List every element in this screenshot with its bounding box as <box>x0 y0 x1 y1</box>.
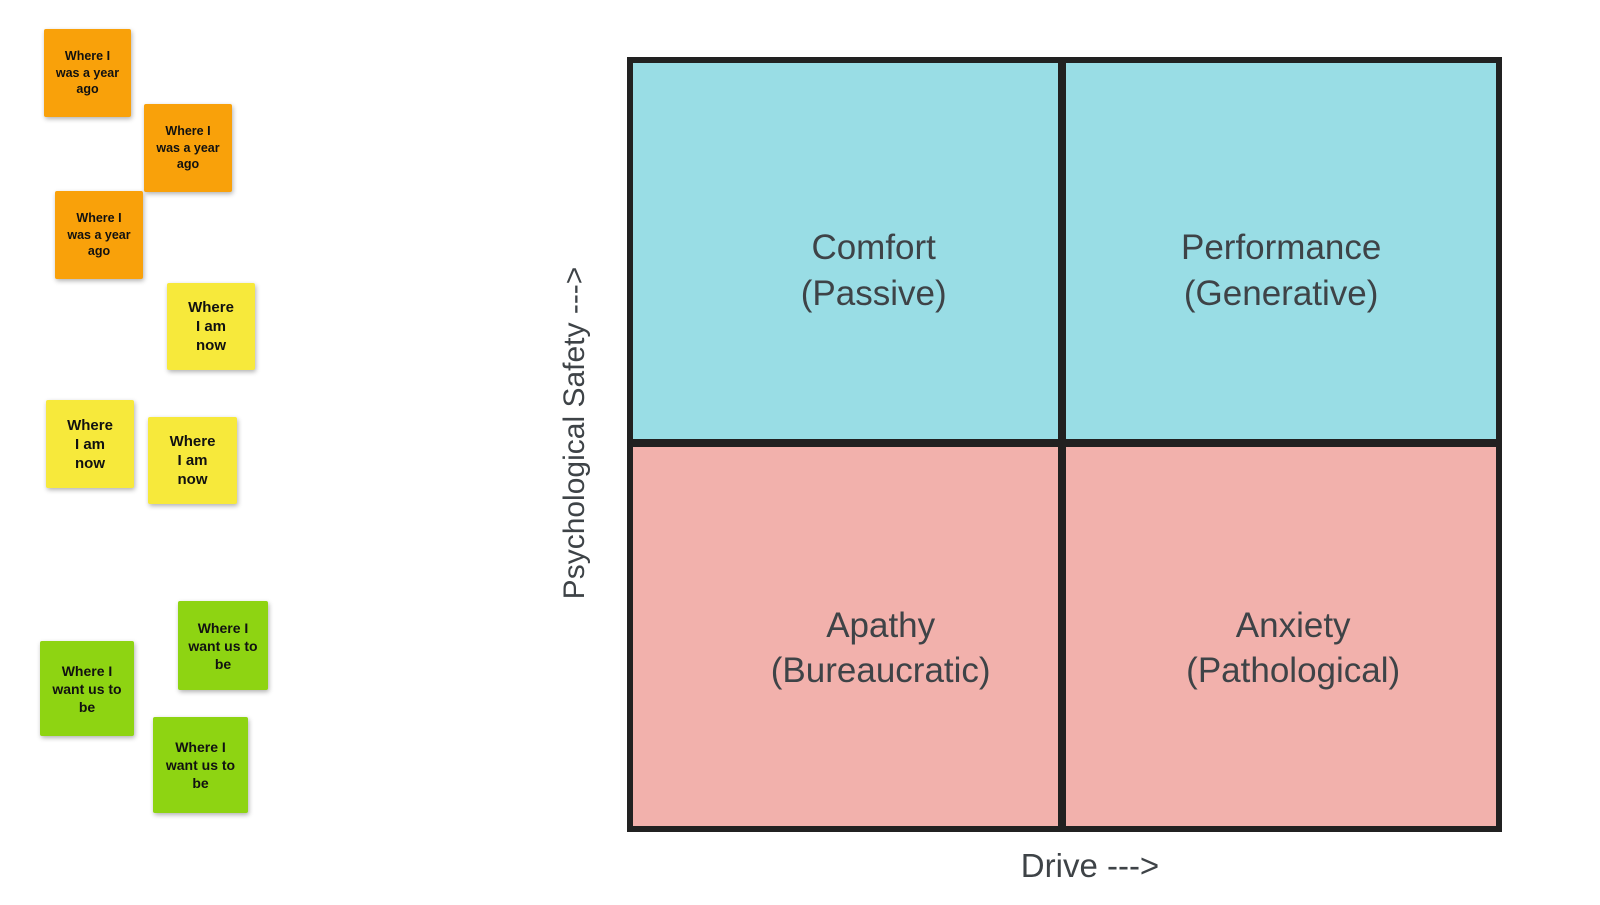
sticky-note-future-1[interactable]: Where I want us to be <box>178 601 268 690</box>
y-axis-label: Psychological Safety ---> <box>558 266 591 600</box>
sticky-note-present-1[interactable]: Where I am now <box>167 283 255 370</box>
quadrant-performance: Performance (Generative) <box>1066 63 1496 439</box>
quadrant-apathy: Apathy (Bureaucratic) <box>633 446 1059 826</box>
quadrant-comfort-label: Comfort (Passive) <box>800 228 947 313</box>
sticky-note-present-3[interactable]: Where I am now <box>148 417 237 504</box>
sticky-note-past-3[interactable]: Where I was a year ago <box>55 191 143 279</box>
quadrant-anxiety-label: Anxiety (Pathological) <box>1186 605 1401 691</box>
x-axis-label: Drive ---> <box>1020 847 1160 884</box>
sticky-note-present-2[interactable]: Where I am now <box>46 400 134 488</box>
sticky-note-future-3[interactable]: Where I want us to be <box>153 717 248 813</box>
sticky-note-past-1[interactable]: Where I was a year ago <box>44 29 131 117</box>
sticky-note-future-2[interactable]: Where I want us to be <box>40 641 134 736</box>
sticky-note-past-2[interactable]: Where I was a year ago <box>144 104 232 192</box>
quadrant-anxiety: Anxiety (Pathological) <box>1066 446 1496 826</box>
quadrant-comfort: Comfort (Passive) <box>633 63 1059 439</box>
quadrant-matrix: Comfort (Passive) Performance (Generativ… <box>627 57 1502 832</box>
quadrant-performance-label: Performance (Generative) <box>1180 228 1382 313</box>
quadrant-apathy-label: Apathy (Bureaucratic) <box>770 605 991 691</box>
